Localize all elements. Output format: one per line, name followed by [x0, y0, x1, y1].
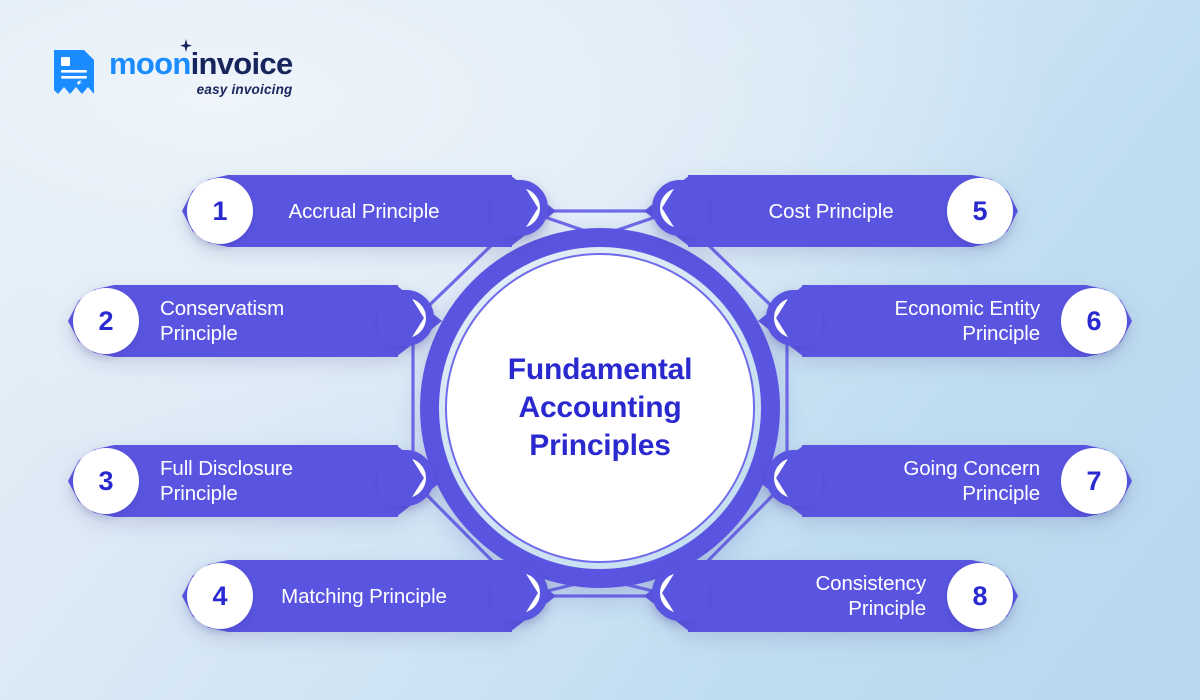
- label-line: Principle: [962, 322, 1040, 345]
- label-line: Going Concern: [903, 457, 1040, 480]
- principle-label-3: Full Disclosure Principle: [160, 445, 340, 517]
- connector-node-8: [652, 565, 708, 621]
- label-line: Full Disclosure: [160, 457, 293, 480]
- principle-item-3[interactable]: Full Disclosure Principle 3: [68, 445, 442, 517]
- label-line: Conservatism: [160, 297, 285, 320]
- connector-node-crescent: [662, 180, 708, 236]
- connector-node-crescent: [776, 290, 822, 346]
- principle-number-4: 4: [187, 563, 253, 629]
- connector-node-crescent: [378, 290, 424, 346]
- hub-title: Fundamental Accounting Principles: [507, 351, 693, 464]
- principle-number-3: 3: [73, 448, 139, 514]
- principle-number-6: 6: [1061, 288, 1127, 354]
- connector-node-5: [652, 180, 708, 236]
- sparkle-icon: [179, 38, 192, 52]
- principle-label-4: Matching Principle: [274, 560, 454, 632]
- principle-number-2: 2: [73, 288, 139, 354]
- label-line: Principle: [160, 482, 238, 505]
- label-line: Economic Entity: [894, 297, 1041, 320]
- invoice-document-icon: [50, 46, 98, 98]
- connector-node-crescent: [776, 450, 822, 506]
- hub-disc: Fundamental Accounting Principles: [451, 259, 749, 557]
- connector-node-6: [766, 290, 822, 346]
- hub-circle: Fundamental Accounting Principles: [420, 228, 780, 588]
- label-line: Principle: [962, 482, 1040, 505]
- connector-node-7: [766, 450, 822, 506]
- principle-item-1[interactable]: Accrual Principle 1: [182, 175, 556, 247]
- brand-tagline: easy invoicing: [196, 81, 293, 97]
- label-line: Consistency: [815, 572, 926, 595]
- principle-label-2: Conservatism Principle: [160, 285, 340, 357]
- brand-word-moon: moon: [109, 45, 191, 81]
- principle-item-8[interactable]: Consistency Principle 8: [644, 560, 1018, 632]
- hub-title-line-3: Principles: [529, 428, 671, 462]
- label-line: Matching Principle: [281, 584, 447, 608]
- principle-label-6: Economic Entity Principle: [850, 285, 1041, 357]
- brand-word-invoice: invoice: [190, 45, 294, 81]
- principle-item-5[interactable]: Cost Principle 5: [644, 175, 1018, 247]
- connector-node-4: [492, 565, 548, 621]
- connector-node-crescent: [662, 565, 708, 621]
- principle-label-8: Consistency Principle: [736, 560, 926, 632]
- principle-label-7: Going Concern Principle: [850, 445, 1040, 517]
- connector-node-crescent: [492, 180, 538, 236]
- connector-node-crescent: [378, 450, 424, 506]
- label-line: Principle: [848, 597, 926, 620]
- hub-title-line-2: Accounting: [518, 391, 682, 425]
- principle-number-5: 5: [947, 178, 1013, 244]
- principle-number-1: 1: [187, 178, 253, 244]
- brand-wordmark: mooninvoice easy invoicing: [109, 38, 294, 97]
- connector-node-1: [492, 180, 548, 236]
- connector-node-2: [378, 290, 434, 346]
- principle-label-5: Cost Principle: [736, 175, 926, 247]
- hub-title-line-1: Fundamental: [507, 353, 693, 387]
- principle-item-2[interactable]: Conservatism Principle 2: [68, 285, 442, 357]
- principle-item-4[interactable]: Matching Principle 4: [182, 560, 556, 632]
- brand-logo[interactable]: mooninvoice easy invoicing: [50, 38, 294, 98]
- connector-node-crescent: [492, 565, 538, 621]
- label-line: Principle: [160, 322, 238, 345]
- principle-item-6[interactable]: Economic Entity Principle 6: [758, 285, 1132, 357]
- principle-number-8: 8: [947, 563, 1013, 629]
- principle-number-7: 7: [1061, 448, 1127, 514]
- principle-item-7[interactable]: Going Concern Principle 7: [758, 445, 1132, 517]
- principle-label-1: Accrual Principle: [274, 175, 454, 247]
- label-line: Accrual Principle: [288, 199, 440, 223]
- connector-node-3: [378, 450, 434, 506]
- label-line: Cost Principle: [768, 199, 894, 223]
